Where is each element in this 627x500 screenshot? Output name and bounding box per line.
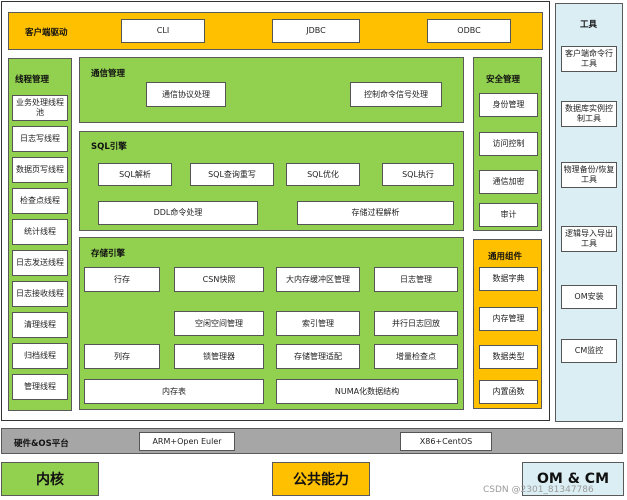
storage-item: 行存 (84, 267, 160, 292)
driver-odbc: ODBC (427, 19, 511, 43)
common-components-title: 通用组件 (488, 252, 523, 262)
platform-arm: ARM+Open Euler (139, 432, 235, 451)
storage-item: 锁管理器 (174, 344, 264, 369)
comm-protocol-box: 通信协议处理 (146, 82, 226, 107)
client-driver-title: 客户端驱动 (25, 28, 68, 38)
storage-engine-title: 存储引擎 (91, 249, 126, 259)
thread-management-title: 线程管理 (15, 75, 50, 85)
tool-item: 物理备份/恢复工具 (561, 162, 617, 188)
communication-management-title: 通信管理 (91, 69, 126, 79)
tool-item: OM安装 (561, 285, 617, 309)
sql-engine-panel: SQL引擎 SQL解析 SQL查询重写 SQL优化 SQL执行 DDL命令处理 … (79, 131, 464, 231)
sql-rewrite-box: SQL查询重写 (190, 163, 274, 186)
ddl-box: DDL命令处理 (98, 201, 258, 225)
driver-jdbc: JDBC (272, 19, 360, 43)
tool-item: 客户端命令行工具 (561, 46, 617, 72)
common-item: 内置函数 (479, 380, 538, 404)
sql-engine-title: SQL引擎 (91, 142, 127, 152)
tool-item: CM监控 (561, 339, 617, 363)
tools-panel: 工具 客户端命令行工具 数据库实例控制工具 物理备份/恢复工具 逻辑导入导出工具… (555, 3, 623, 422)
storage-item: 存储管理适配 (276, 344, 360, 369)
thread-item: 日志写线程 (12, 126, 68, 152)
security-item: 审计 (479, 203, 538, 227)
thread-item: 数据页写线程 (12, 157, 68, 183)
storage-item: 列存 (84, 344, 160, 369)
legend-kernel: 内核 (1, 462, 99, 496)
client-driver-bar: 客户端驱动 CLI JDBC ODBC (8, 12, 543, 50)
driver-cli: CLI (121, 19, 205, 43)
storage-item: 增量检查点 (374, 344, 458, 369)
thread-item: 清理线程 (12, 312, 68, 338)
watermark: CSDN @2301_81347786 (483, 485, 594, 495)
thread-item: 日志接收线程 (12, 281, 68, 307)
tool-item: 数据库实例控制工具 (561, 101, 617, 127)
comm-control-box: 控制命令信号处理 (350, 82, 442, 107)
platform-x86: X86+CentOS (400, 432, 492, 451)
thread-item: 日志发送线程 (12, 250, 68, 276)
platform-title: 硬件&OS平台 (14, 439, 69, 449)
common-item: 数据类型 (479, 345, 538, 369)
tools-title: 工具 (580, 20, 598, 30)
thread-item: 检查点线程 (12, 188, 68, 214)
sql-execute-box: SQL执行 (382, 163, 454, 186)
security-management-panel: 安全管理 身份管理 访问控制 通信加密 审计 (473, 57, 542, 231)
security-management-title: 安全管理 (486, 75, 521, 85)
sql-optimize-box: SQL优化 (286, 163, 360, 186)
legend-common: 公共能力 (272, 462, 370, 496)
thread-item: 业务处理线程池 (12, 95, 68, 121)
platform-bar: 硬件&OS平台 ARM+Open Euler X86+CentOS (1, 428, 623, 454)
storage-item: 内存表 (84, 379, 264, 404)
tool-item: 逻辑导入导出工具 (561, 226, 617, 252)
communication-management-panel: 通信管理 通信协议处理 控制命令信号处理 (79, 57, 464, 123)
storage-engine-panel: 存储引擎 行存 CSN快照 大内存缓冲区管理 日志管理 空闲空间管理 索引管理 … (79, 237, 464, 410)
common-item: 内存管理 (479, 307, 538, 331)
common-components-panel: 通用组件 数据字典 内存管理 数据类型 内置函数 (473, 239, 542, 409)
security-item: 访问控制 (479, 132, 538, 156)
storage-item: 索引管理 (276, 311, 360, 336)
storage-item: CSN快照 (174, 267, 264, 292)
thread-item: 归档线程 (12, 343, 68, 369)
legend-om-cm: OM & CM (522, 462, 624, 496)
security-item: 身份管理 (479, 93, 538, 117)
thread-item: 管理线程 (12, 374, 68, 400)
storage-item: 大内存缓冲区管理 (276, 267, 360, 292)
thread-item: 统计线程 (12, 219, 68, 245)
sql-parse-box: SQL解析 (98, 163, 172, 186)
stored-procedure-box: 存储过程解析 (297, 201, 454, 225)
storage-item: NUMA化数据结构 (276, 379, 458, 404)
storage-item: 日志管理 (374, 267, 458, 292)
common-item: 数据字典 (479, 267, 538, 291)
storage-item: 并行日志回放 (374, 311, 458, 336)
security-item: 通信加密 (479, 170, 538, 194)
storage-item: 空闲空间管理 (174, 311, 264, 336)
thread-management-panel: 线程管理 业务处理线程池 日志写线程 数据页写线程 检查点线程 统计线程 日志发… (8, 58, 72, 411)
